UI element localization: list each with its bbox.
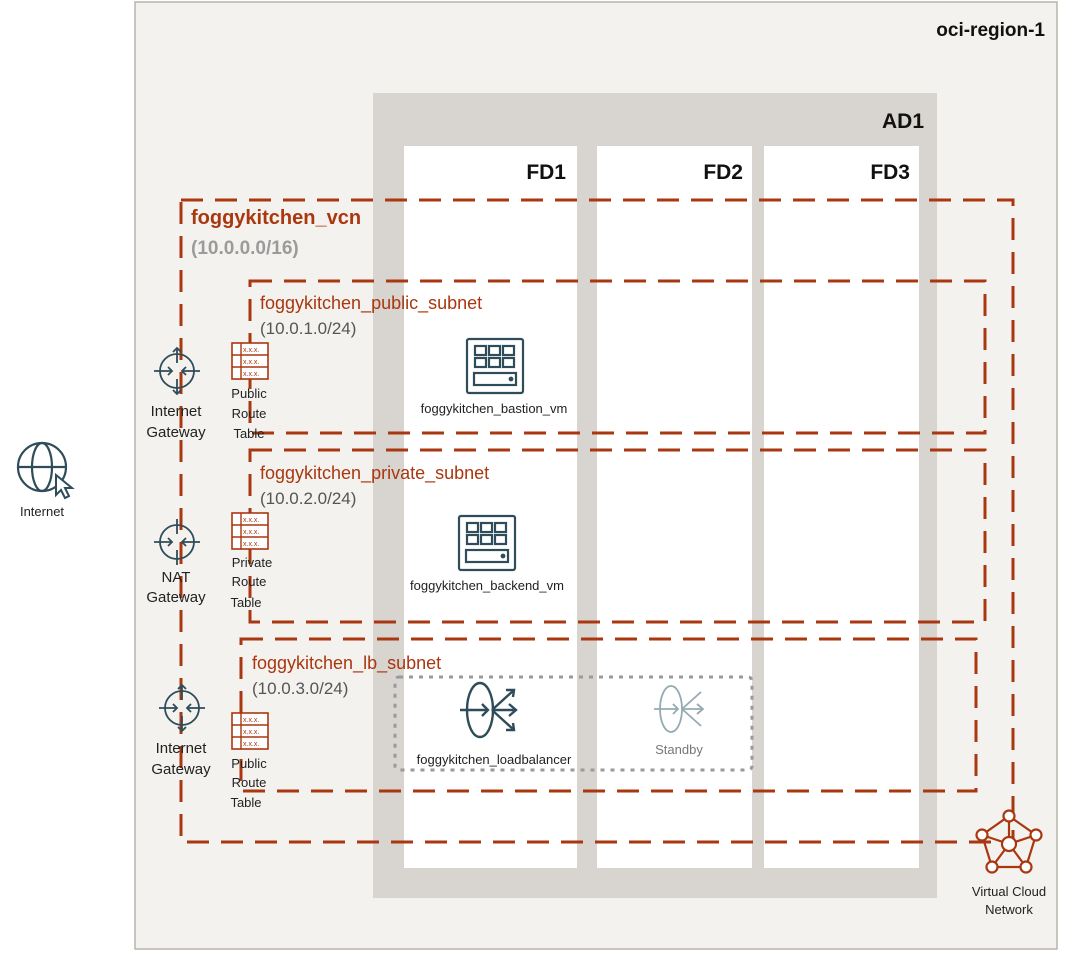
public-subnet-name: foggykitchen_public_subnet [260, 293, 482, 314]
route-table-cell: x.x.x. [243, 517, 259, 524]
standby-label: Standby [655, 742, 703, 757]
route-table-icon: x.x.x. x.x.x. x.x.x. [231, 512, 269, 550]
route-table-1-line1: Public [231, 386, 267, 401]
gateway-1-label-line1: Internet [151, 403, 203, 420]
fault-domain-1 [404, 146, 577, 868]
route-table-cell: x.x.x. [243, 541, 259, 548]
route-table-icon: x.x.x. x.x.x. x.x.x. [231, 342, 269, 380]
lb-group-boundary [393, 675, 754, 772]
region-title: oci-region-1 [936, 20, 1045, 41]
gateway-2-label-line1: NAT [162, 569, 191, 586]
route-table-2-line1: Private [232, 555, 272, 570]
route-table-3-line2: Route [232, 775, 267, 790]
private-subnet-boundary [248, 448, 987, 624]
gateway-3-label-line2: Gateway [151, 761, 211, 778]
bastion-vm-label: foggykitchen_bastion_vm [421, 401, 568, 416]
fault-domain-2-title: FD2 [703, 161, 743, 184]
globe-cursor-icon [16, 441, 75, 500]
route-table-1-line2: Route [232, 406, 267, 421]
route-table-1-line3: Table [233, 426, 264, 441]
lb-subnet-cidr: (10.0.3.0/24) [252, 679, 348, 698]
virtual-cloud-network-icon [975, 809, 1043, 874]
route-table-cell: x.x.x. [243, 371, 259, 378]
route-table-cell: x.x.x. [243, 359, 259, 366]
compute-vm-icon [457, 514, 517, 572]
vcn-boundary [179, 198, 1015, 844]
gateway-1-label-line2: Gateway [146, 424, 206, 441]
fault-domain-2 [597, 146, 752, 868]
route-table-cell: x.x.x. [243, 729, 259, 736]
internet-label: Internet [20, 504, 64, 519]
load-balancer-icon [460, 681, 518, 739]
route-table-cell: x.x.x. [243, 717, 259, 724]
vcn-icon-label-line1: Virtual Cloud [972, 884, 1046, 899]
vcn-icon-label-line2: Network [985, 902, 1033, 917]
route-table-cell: x.x.x. [243, 741, 259, 748]
route-table-2-line2: Route [232, 574, 267, 589]
gateway-3-label-line1: Internet [156, 740, 208, 757]
fault-domain-1-title: FD1 [526, 161, 566, 184]
compute-vm-icon [465, 337, 525, 395]
route-table-cell: x.x.x. [243, 347, 259, 354]
nat-gateway-icon [154, 519, 200, 565]
route-table-2-line3: Table [230, 595, 261, 610]
internet-gateway-icon [159, 683, 205, 733]
fault-domain-3 [764, 146, 919, 868]
route-table-3-line1: Public [231, 756, 267, 771]
availability-domain-title: AD1 [882, 110, 924, 133]
internet-gateway-icon [154, 346, 200, 396]
standby-load-balancer-icon [654, 685, 705, 733]
vcn-name: foggykitchen_vcn [191, 207, 361, 229]
route-table-cell: x.x.x. [243, 529, 259, 536]
route-table-3-line3: Table [230, 795, 261, 810]
load-balancer-label: foggykitchen_loadbalancer [417, 752, 572, 767]
vcn-cidr: (10.0.0.0/16) [191, 238, 299, 259]
private-subnet-name: foggykitchen_private_subnet [260, 463, 489, 484]
route-table-icon: x.x.x. x.x.x. x.x.x. [231, 712, 269, 750]
private-subnet-cidr: (10.0.2.0/24) [260, 489, 356, 508]
gateway-2-label-line2: Gateway [146, 589, 206, 606]
fault-domain-3-title: FD3 [870, 161, 910, 184]
public-subnet-cidr: (10.0.1.0/24) [260, 319, 356, 338]
lb-subnet-name: foggykitchen_lb_subnet [252, 653, 441, 674]
backend-vm-label: foggykitchen_backend_vm [410, 578, 564, 593]
